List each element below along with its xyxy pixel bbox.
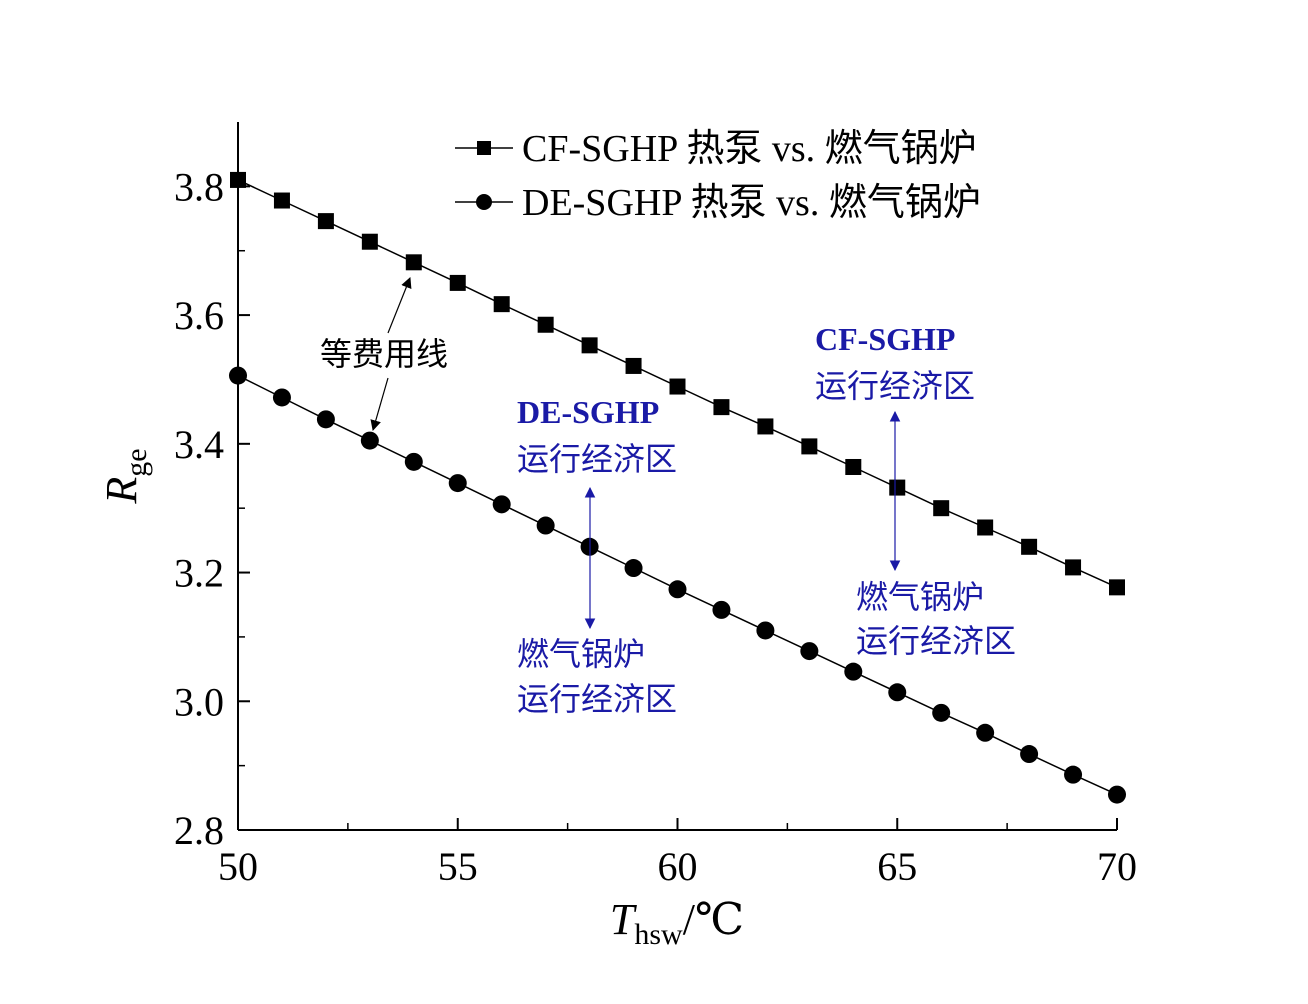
y-axis-title-main: R (97, 477, 146, 505)
square-point (361, 233, 378, 250)
circle-point (1020, 745, 1039, 764)
y-tick-label: 3.0 (174, 679, 224, 724)
square-point (1109, 579, 1125, 596)
legend-label-cf: CF-SGHP 热泵 vs. 燃气锅炉 (522, 128, 977, 170)
square-point (537, 316, 554, 333)
annotation-de-zone-upper-line1: DE-SGHP (517, 394, 659, 430)
square-point (405, 254, 422, 271)
annotation-iso-cost: 等费用线 (320, 336, 448, 372)
circle-point (448, 474, 467, 493)
square-point (977, 519, 994, 536)
x-axis-title-unit: /℃ (683, 895, 744, 944)
legend-marker-square (477, 141, 491, 155)
x-tick-label: 60 (658, 844, 698, 889)
square-point (493, 296, 510, 313)
square-point (449, 274, 466, 291)
y-tick-label: 3.2 (174, 551, 224, 596)
circle-point (1064, 765, 1083, 784)
legend-marker-circle (476, 194, 492, 210)
y-tick-label: 3.8 (174, 164, 224, 209)
square-point (317, 213, 334, 230)
x-tick-label: 70 (1097, 844, 1137, 889)
circle-point (492, 495, 511, 514)
x-tick-label: 50 (218, 844, 258, 889)
square-point (845, 458, 862, 475)
legend-label-de: DE-SGHP 热泵 vs. 燃气锅炉 (522, 182, 981, 224)
x-tick-label: 55 (438, 844, 478, 889)
y-tick-label: 3.6 (174, 293, 224, 338)
circle-point (932, 703, 951, 722)
iso-cost-arrow-lower (370, 377, 389, 432)
y-ticks: 2.8 3.0 3.2 3.4 3.6 3.8 (174, 164, 250, 853)
square-point (801, 438, 818, 455)
square-point (581, 337, 598, 354)
circle-point (360, 431, 379, 450)
axes: 2.8 3.0 3.2 3.4 3.6 3.8 50 55 60 65 70 (174, 122, 1137, 889)
square-point (1021, 538, 1038, 555)
square-point (1065, 559, 1082, 576)
x-axis-title-main: T (610, 895, 638, 944)
square-point (273, 192, 290, 209)
circle-point (800, 642, 819, 661)
x-tick-label: 65 (877, 844, 917, 889)
square-point (933, 500, 950, 517)
annotation-cf-zone-lower-line2: 运行经济区 (856, 623, 1016, 659)
square-point (713, 399, 730, 416)
square-point (669, 378, 686, 395)
circle-point (712, 600, 731, 619)
y-tick-label: 2.8 (174, 808, 224, 853)
y-axis-title: Rge (97, 448, 153, 504)
x-ticks: 50 55 60 65 70 (218, 818, 1137, 889)
x-axis-title: Thsw/℃ (610, 895, 744, 951)
circle-point (844, 662, 863, 681)
circle-point (272, 388, 291, 407)
circle-point (536, 516, 555, 535)
iso-cost-arrow-upper (387, 276, 412, 334)
y-axis-title-sub: ge (120, 448, 153, 476)
annotation-de-zone-upper-line2: 运行经济区 (517, 441, 677, 477)
circle-point (888, 683, 907, 702)
annotation-cf-zone-upper-line1: CF-SGHP (815, 321, 955, 357)
annotation-de-zone-lower-line2: 运行经济区 (517, 681, 677, 717)
circle-point (316, 410, 335, 429)
legend: CF-SGHP 热泵 vs. 燃气锅炉 DE-SGHP 热泵 vs. 燃气锅炉 (455, 128, 981, 224)
square-point (625, 357, 642, 374)
y-tick-label: 3.4 (174, 422, 224, 467)
circle-point (976, 723, 995, 742)
square-point (757, 418, 774, 435)
plot-series (229, 171, 1126, 804)
circle-point (624, 559, 643, 578)
annotations: 等费用线 DE-SGHP 运行经济区 燃气锅炉 运行经济区 CF-SGHP 运行… (320, 276, 1016, 717)
annotation-de-zone-lower-line1: 燃气锅炉 (517, 636, 645, 672)
annotation-cf-zone-lower-line1: 燃气锅炉 (856, 579, 984, 615)
circle-point (1108, 785, 1126, 804)
circle-point (404, 452, 423, 471)
circle-point (668, 580, 687, 599)
circle-point (756, 621, 775, 640)
annotation-cf-zone-upper-line2: 运行经济区 (815, 368, 975, 404)
x-axis-title-sub: hsw (634, 918, 683, 951)
square-point (889, 479, 906, 496)
